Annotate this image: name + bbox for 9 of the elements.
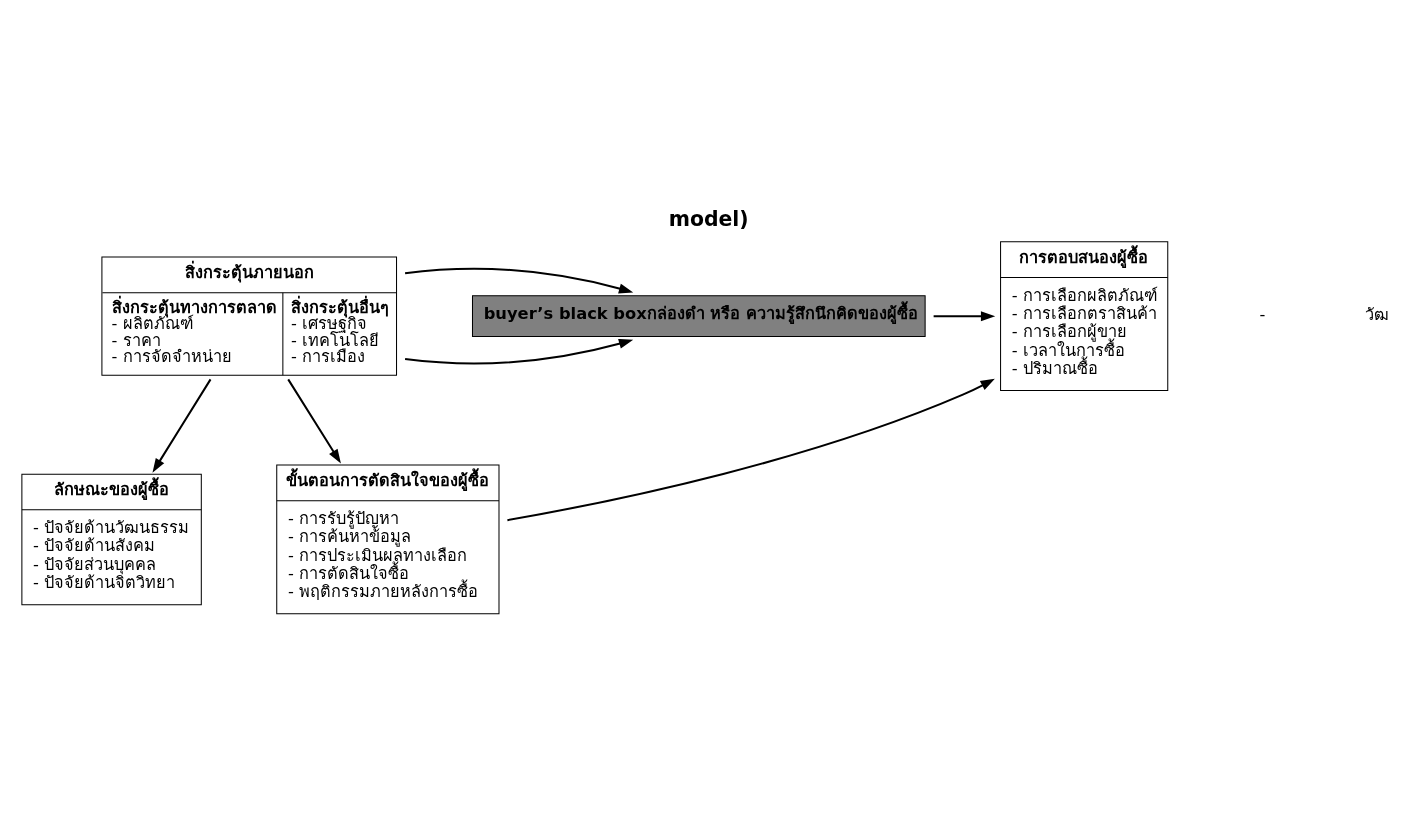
arrow xyxy=(507,378,995,522)
label: - xyxy=(1259,305,1266,325)
arrow xyxy=(152,378,212,473)
arrow xyxy=(404,338,634,365)
diagram-title: model) xyxy=(668,207,749,232)
arrow xyxy=(933,311,996,322)
label: วัฒ xyxy=(1364,305,1389,325)
arrow xyxy=(287,378,341,464)
arrow xyxy=(404,267,634,294)
